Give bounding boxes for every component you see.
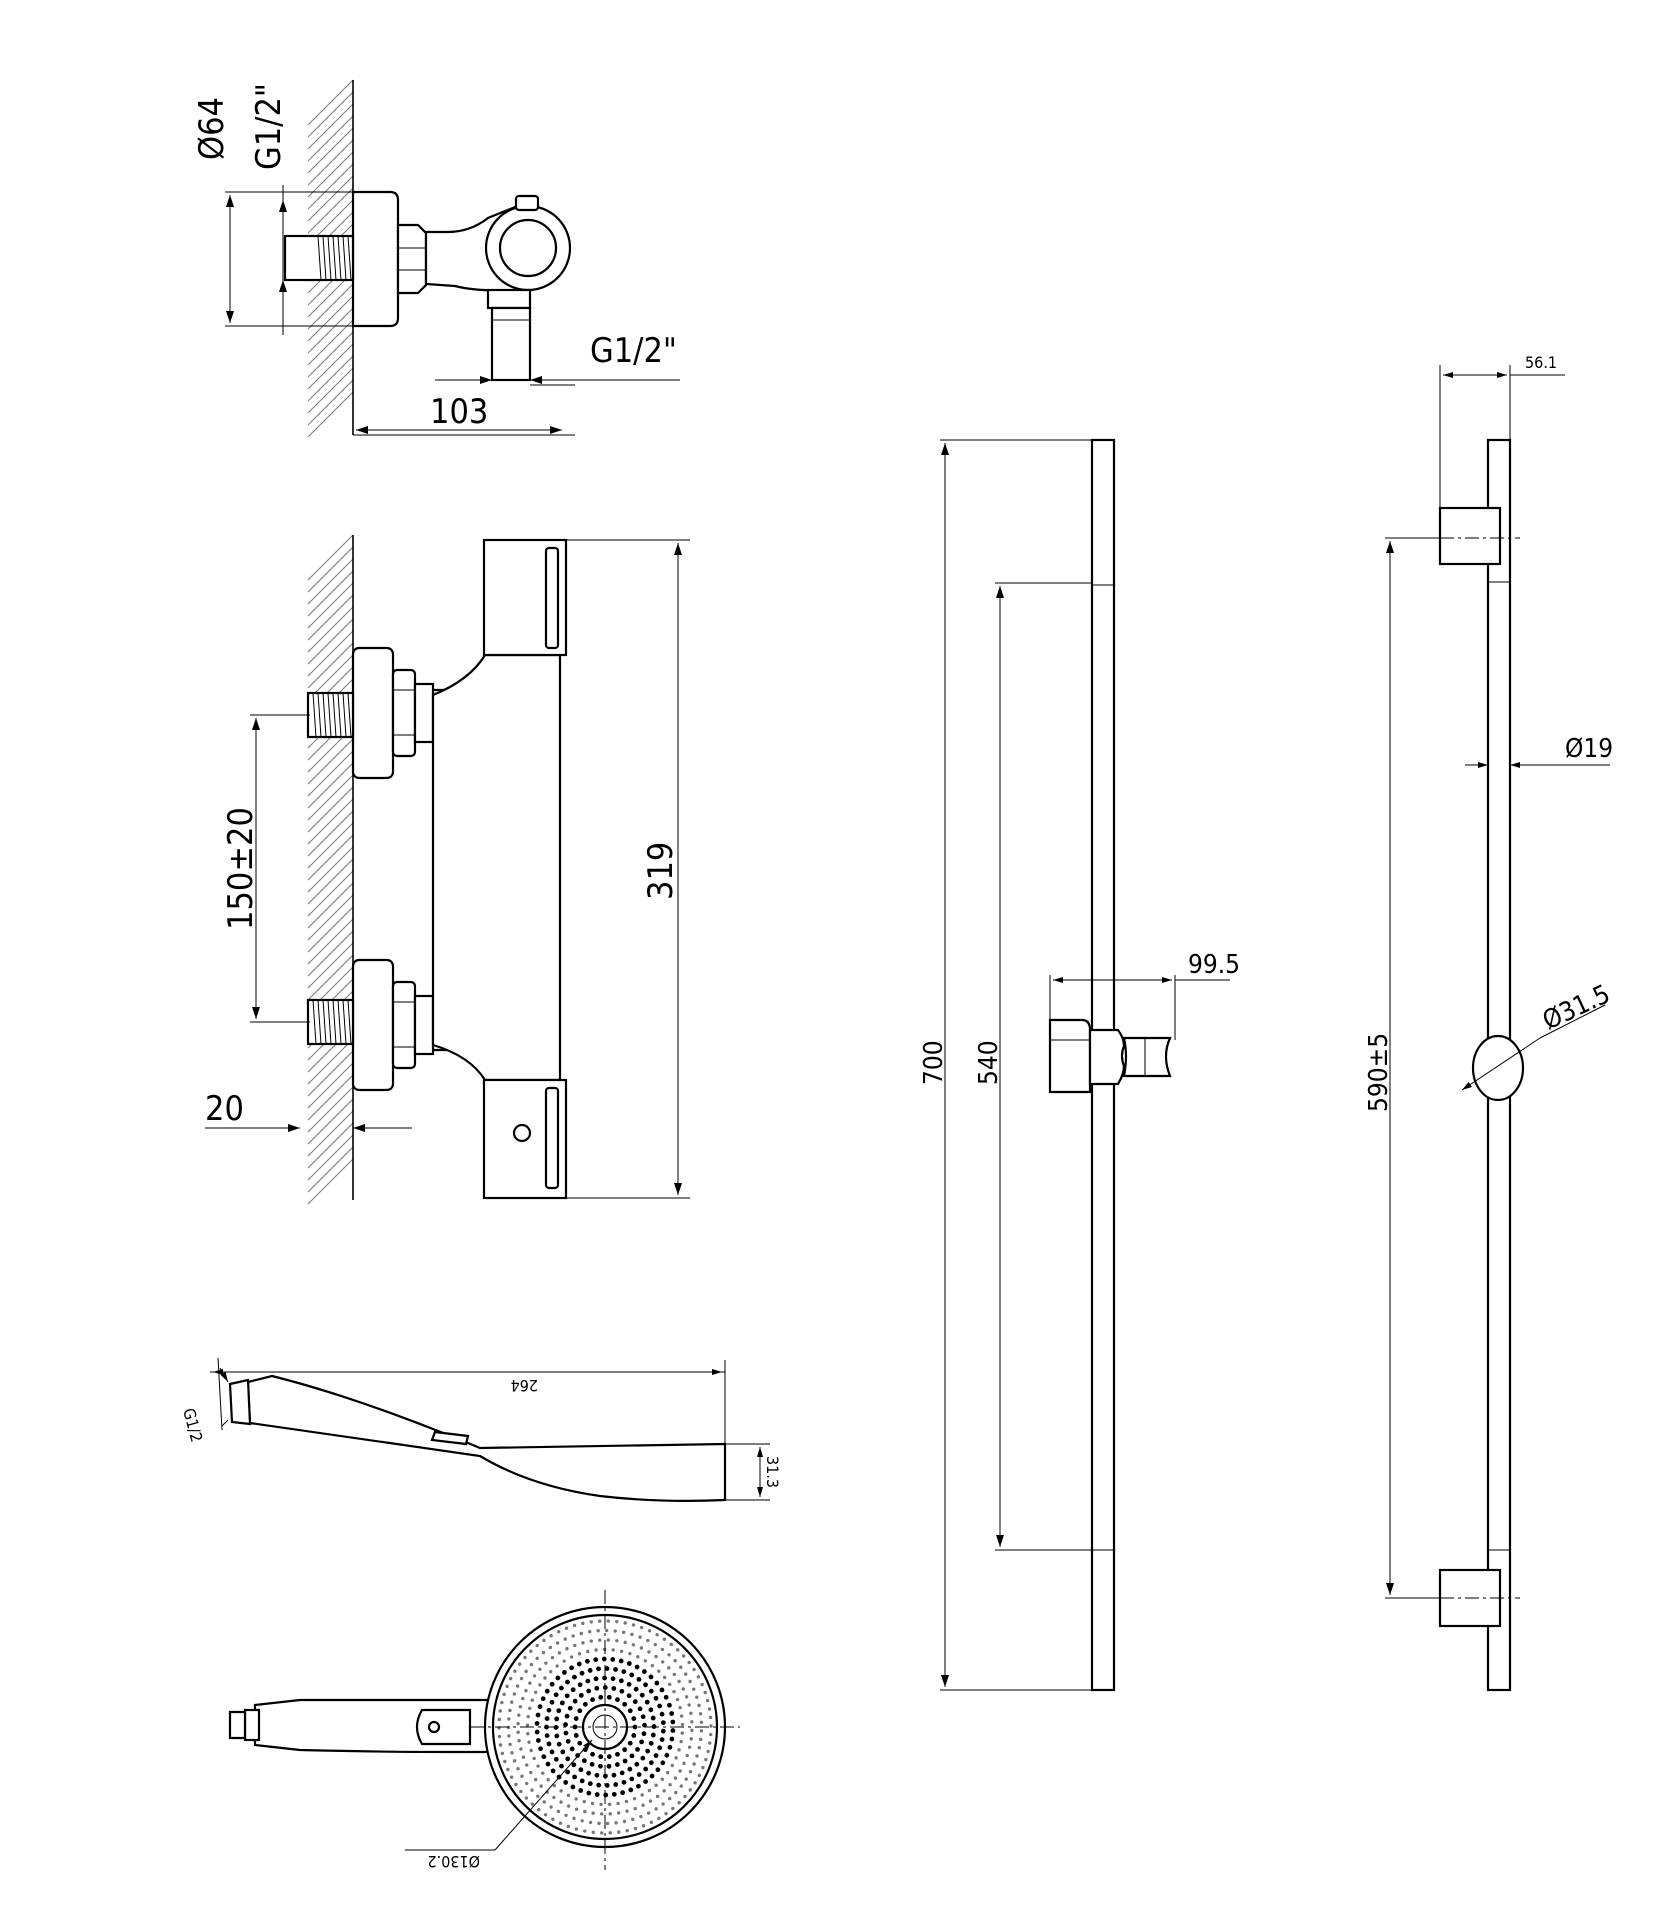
dim-holder-depth: 99.5 <box>1188 950 1240 980</box>
hose-connector <box>243 1708 261 1742</box>
spray-nozzles <box>497 1619 713 1835</box>
holder-clamp <box>1471 1034 1525 1102</box>
dim-inlet-spacing: 150±20 <box>221 807 261 930</box>
dim-hand-shower-thread: G1/2 <box>179 1406 206 1444</box>
valve-knob <box>484 204 572 292</box>
dim-hand-shower-length: 264 <box>511 1376 538 1395</box>
upper-bracket <box>1438 506 1502 566</box>
dim-bar-diameter: Ø19 <box>1565 734 1613 764</box>
dim-rail-length: 700 <box>919 1040 949 1085</box>
dim-height: 319 <box>641 842 681 900</box>
slide-rail-side-view: 56.1 590±5 Ø19 Ø31.5 <box>1364 353 1615 1692</box>
dim-wall-offset: 20 <box>205 1089 244 1129</box>
dim-wall-offset-side: 56.1 <box>1525 353 1557 372</box>
dim-bracket-spacing: 590±5 <box>1364 1033 1394 1112</box>
mixer-front-view: 150±20 319 20 <box>205 534 690 1205</box>
mixer-top-view: Ø64 G1/2" G1/2" 103 <box>192 79 680 438</box>
dim-holder-diameter: Ø31.5 <box>1538 979 1615 1036</box>
wall-hatch <box>307 534 354 1205</box>
dim-projection: 103 <box>430 392 488 432</box>
dim-outlet-thread: G1/2" <box>590 331 677 371</box>
thread-lines <box>312 692 352 1045</box>
thread-lines <box>317 235 352 281</box>
dim-hand-shower-thickness: 31.3 <box>763 1456 782 1488</box>
hand-shower-profile <box>246 1374 727 1502</box>
upper-flange <box>351 646 395 780</box>
dim-diameter-64: Ø64 <box>192 97 232 160</box>
mixer-body <box>431 653 562 1082</box>
shower-holder <box>1048 1018 1092 1094</box>
dim-inlet-thread: G1/2" <box>249 83 289 170</box>
lower-flange <box>351 958 395 1092</box>
hose-connector <box>228 1378 252 1426</box>
dim-hand-shower-diameter: Ø130.2 <box>427 1852 480 1871</box>
nut <box>396 223 428 295</box>
hand-shower-front-view: Ø130.2 <box>228 1590 740 1871</box>
wall-flange <box>351 190 400 328</box>
hand-shower-side-view: 264 G1/2 31.3 <box>179 1357 782 1502</box>
slide-rail-front-view: 700 540 99.5 <box>919 438 1240 1692</box>
dim-rail-inner-length: 540 <box>974 1040 1004 1085</box>
